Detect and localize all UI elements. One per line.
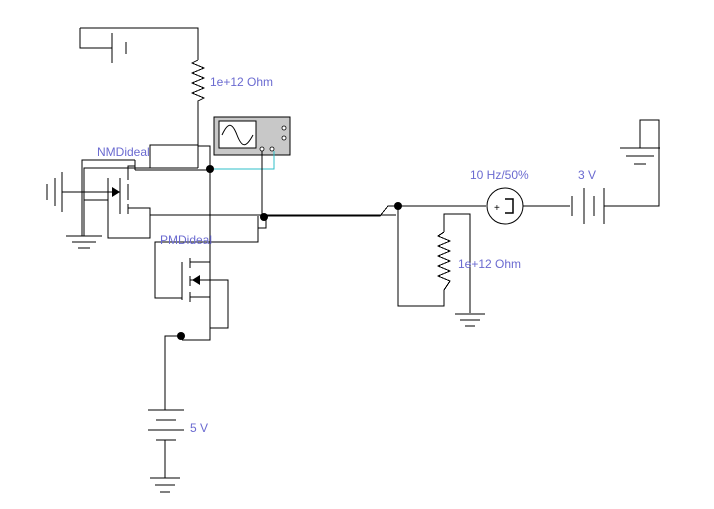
svg-text:+: + <box>494 203 500 214</box>
resistor-top[interactable] <box>190 59 206 168</box>
junction-dot <box>177 332 185 340</box>
battery-3v[interactable] <box>571 119 660 224</box>
oscilloscope[interactable] <box>213 116 291 156</box>
sine-wave-icon <box>221 124 254 146</box>
resistor-top-label: 1e+12 Ohm <box>210 75 273 89</box>
ground-top-right <box>620 147 660 165</box>
top-left-ground-battery[interactable] <box>79 27 199 63</box>
ground-bottom-right <box>455 313 485 327</box>
clock-source-label: 10 Hz/50% <box>470 168 529 182</box>
nmos-label: NMDideal <box>97 145 150 159</box>
nmos-transistor[interactable] <box>66 159 396 249</box>
junction-dot <box>394 202 402 210</box>
nmos-top-wire <box>149 144 198 168</box>
probe-wire <box>212 151 275 170</box>
output-wire <box>262 205 486 217</box>
resistor-bottom-label: 1e+12 Ohm <box>458 257 521 271</box>
pmos-label: PMDideal <box>160 233 212 247</box>
battery-5v[interactable] <box>148 334 211 478</box>
junction-dot <box>260 213 268 221</box>
junction-dot <box>206 165 214 173</box>
resistor-bottom[interactable] <box>397 206 471 313</box>
clock-source[interactable]: + <box>486 187 570 225</box>
battery-3v-label: 3 V <box>578 168 596 182</box>
nmos-gate-ground[interactable] <box>46 172 120 212</box>
pmos-transistor[interactable] <box>154 216 259 334</box>
ground-bottom <box>150 477 180 493</box>
battery-5v-label: 5 V <box>190 421 208 435</box>
